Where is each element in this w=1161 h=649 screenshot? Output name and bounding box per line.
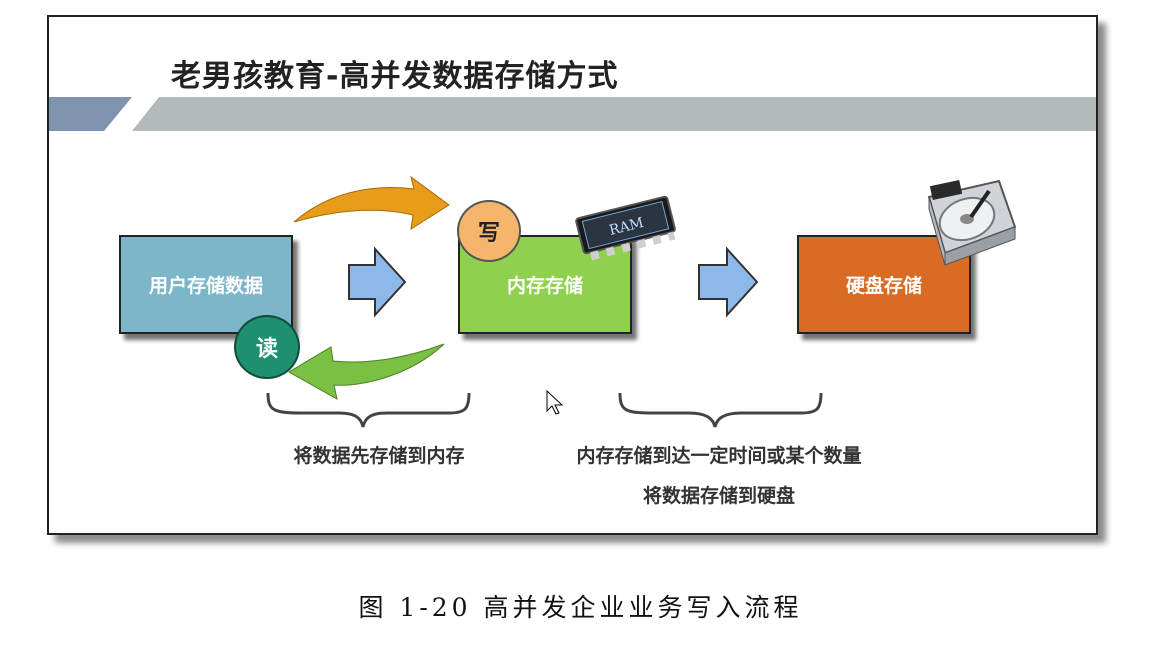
cursor-icon	[546, 389, 564, 415]
read-curved-arrow	[288, 343, 445, 400]
slide-title: 老男孩教育-高并发数据存储方式	[171, 59, 619, 94]
write-badge: 写	[457, 200, 521, 262]
hard-disk-icon	[927, 179, 1017, 266]
caption-memory-threshold: 内存存储到达一定时间或某个数量	[576, 445, 862, 467]
disk-storage-box: 硬盘存储	[797, 235, 971, 334]
read-badge-label: 读	[255, 337, 278, 362]
title-banner	[49, 97, 1096, 131]
user-data-label: 用户存储数据	[148, 275, 263, 297]
banner-accent	[49, 97, 132, 131]
write-badge-label: 写	[477, 221, 500, 246]
slide: 老男孩教育-高并发数据存储方式 用户存储数据 内存存储 硬盘存储 写 读	[47, 15, 1098, 535]
write-curved-arrow	[293, 175, 450, 231]
banner-stripe	[132, 97, 1096, 131]
ram-chip-icon: RAM	[575, 195, 676, 261]
caption-write-to-memory: 将数据先存储到内存	[293, 445, 465, 467]
read-badge: 读	[234, 315, 300, 379]
figure-caption: 图 1-20 高并发企业业务写入流程	[358, 593, 803, 622]
memory-to-disk-arrow	[698, 246, 759, 318]
flow-arrows	[266, 175, 823, 428]
user-to-memory-arrow	[348, 246, 407, 318]
right-brace	[618, 392, 823, 428]
left-brace	[266, 392, 471, 428]
memory-storage-label: 内存存储	[506, 275, 583, 297]
disk-storage-label: 硬盘存储	[845, 275, 922, 297]
caption-write-to-disk: 将数据存储到硬盘	[642, 485, 795, 507]
